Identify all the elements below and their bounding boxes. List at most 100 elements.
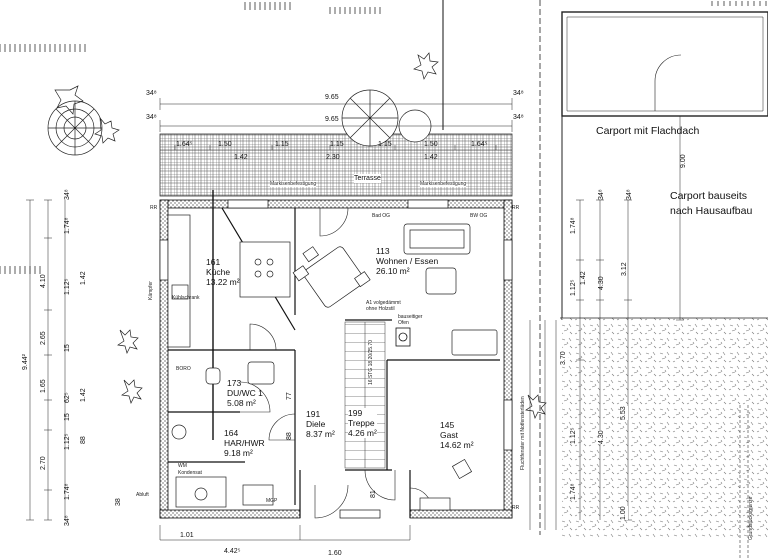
room-kitchen-area: 13.22 m²	[206, 277, 240, 287]
dim-left-inner-5: 1.42	[80, 388, 87, 402]
room-kitchen-number: 161	[206, 257, 221, 267]
grass-decoration	[0, 1, 767, 274]
room-guest-area: 14.62 m²	[440, 440, 474, 450]
dim-right-3: 1.42	[580, 271, 587, 285]
dim-right-5: 34⁸	[626, 189, 633, 200]
stove-label: bauseitiger Ofen	[398, 314, 423, 326]
dim-left-inner-8: 88	[80, 436, 87, 444]
terrace-label: Terrasse	[354, 174, 381, 183]
rr-label-1: RR	[150, 205, 158, 211]
rr-label-3: RR	[512, 505, 520, 511]
room-hall-label: 191 Diele 8.37 m²	[306, 409, 335, 439]
room-stairs-area: 4.26 m²	[348, 428, 377, 438]
room-living-name: Wohnen / Essen	[376, 256, 439, 266]
carport-outline	[539, 0, 768, 535]
dimension-lines	[26, 98, 684, 541]
dim-left-inner-0: 1.74⁸	[64, 217, 71, 234]
dim-top-mid-1: 2.30	[326, 154, 340, 161]
dim-right-2: 1.12⁵	[570, 279, 577, 296]
room-utility-area: 9.18 m²	[224, 448, 253, 458]
tree-decoration	[47, 52, 547, 419]
windows	[159, 199, 513, 519]
dim-right-lower-5: 1.00	[620, 506, 628, 520]
dim-bottom-1: 4.42⁵	[224, 548, 241, 555]
carport-note-line2: nach Hausaufbau	[670, 205, 753, 217]
dim-door-hall2: 77	[286, 392, 293, 400]
escape-window-label: Fluchtfenster mit Notfensterläden	[520, 396, 526, 470]
bath-og-label: Bad OG	[372, 213, 391, 219]
boro-label: BORO	[176, 366, 191, 372]
dim-top-corner-r2: 34⁸	[513, 114, 524, 121]
dim-right-0: 34⁸	[598, 189, 605, 200]
fridge-label: Kühlschrank	[172, 295, 200, 301]
stair-treads	[344, 321, 386, 469]
room-guest-label: 145 Gast 14.62 m²	[440, 420, 474, 450]
boundary-label: Grundstücksgrenze	[748, 496, 754, 540]
kitchen-furniture	[167, 214, 291, 348]
guest-furniture	[419, 458, 473, 511]
flue-label: A1 volgedämmt ohne Holzstil	[366, 300, 401, 312]
room-stairs-name: Treppe	[348, 418, 375, 428]
dim-right-lower-0: 3.70	[560, 351, 568, 365]
dim-top-seg-4: 1.15	[378, 141, 392, 148]
dim-left-inner-1: 1.12⁵	[64, 278, 71, 295]
room-bath-name: DU/WC 1	[227, 388, 263, 398]
room-kitchen-label: 161 Küche 13.22 m²	[206, 257, 240, 287]
room-stairs-number: 199	[348, 408, 363, 418]
dim-top-seg-2: 1.15	[275, 141, 289, 148]
room-utility-number: 164	[224, 428, 239, 438]
carport-note-line1: Carport bauseits	[670, 190, 748, 202]
carport-title: Carport mit Flachdach	[596, 125, 700, 137]
room-hall-name: Diele	[306, 419, 326, 429]
awning-label-2: Markisenbefestigung	[420, 181, 467, 187]
dim-left-inner-6: 15	[64, 413, 71, 421]
dim-top-seg-1: 1.50	[218, 141, 232, 148]
dim-left-inner-3: 15	[64, 344, 71, 352]
dim-door-hall: 88	[286, 432, 293, 440]
dim-left-outer-1: 4.10	[40, 274, 47, 288]
stair-steps-label: 16 STG 18.20/25.70	[368, 339, 374, 385]
kitchen-side-label: Kämpfer	[148, 281, 154, 300]
rr-label-2: RR	[512, 205, 520, 211]
device-label: MGP	[266, 498, 278, 504]
dining-set	[292, 246, 371, 308]
dim-left-inner-9: 1.74⁸	[64, 483, 71, 500]
dim-left-inner-7: 1.12⁵	[64, 433, 71, 450]
dim-top-seg-6: 1.64⁵	[471, 141, 488, 148]
room-living-area: 26.10 m²	[376, 266, 410, 276]
room-living-label: 113 Wohnen / Essen 26.10 m²	[376, 246, 438, 276]
dim-left-total: 9.44²	[22, 354, 29, 370]
room-bath-number: 173	[227, 378, 242, 388]
room-utility-label: 164 HAR/HWR 9.18 m²	[224, 428, 265, 458]
room-living-number: 113	[376, 246, 390, 256]
dim-bottom-0: 1.01	[180, 532, 194, 539]
dim-right-lower-4: 1.74⁸	[570, 483, 578, 500]
door-swings	[239, 207, 433, 519]
dim-right-4: 4.30	[598, 276, 605, 290]
dim-left-outer-3: 1.65	[40, 379, 47, 393]
carport-depth-dim: 9.00	[680, 154, 687, 168]
dim-top-corner-l: 34⁸	[146, 90, 157, 97]
dim-left-outer-5: 34⁸	[64, 515, 71, 526]
wm-label: WM	[178, 463, 187, 469]
dim-top-seg-0: 1.64⁵	[176, 141, 193, 148]
exhaust-label: Abluft	[136, 492, 149, 498]
wm2-label: Kondensat	[178, 470, 202, 476]
bath-fixtures	[171, 361, 275, 508]
dim-door-stair: 81	[370, 490, 377, 498]
room-utility-name: HAR/HWR	[224, 438, 265, 448]
room-guest-name: Gast	[440, 430, 458, 440]
umbrella-icon	[341, 89, 432, 147]
dim-top-corner-l2: 34⁸	[146, 114, 157, 121]
room-kitchen-name: Küche	[206, 267, 231, 277]
dim-left-outer-2: 2.65	[40, 331, 47, 345]
dim-top-seg-3: 1.15	[330, 141, 344, 148]
dim-right-lower-2: 1.12⁵	[570, 427, 578, 444]
dim-left-outer-4: 2.70	[40, 456, 47, 470]
dim-left-inner-4: 62⁵	[64, 392, 71, 403]
carport-gravel	[562, 318, 768, 538]
bw-og-label: BW OG	[470, 213, 488, 219]
room-hall-number: 191	[306, 409, 321, 419]
